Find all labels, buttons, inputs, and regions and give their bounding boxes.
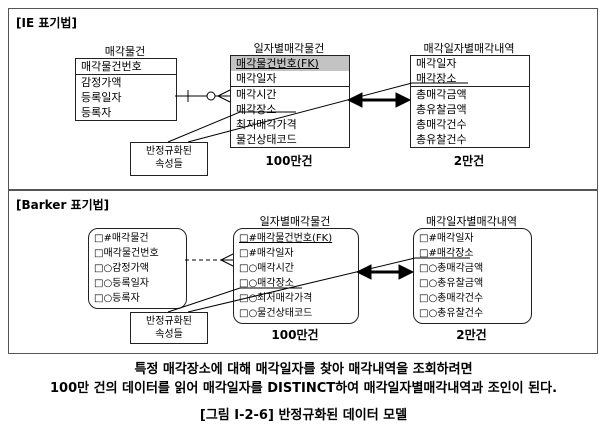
- attribute-row: □○총유찰건수: [419, 308, 484, 319]
- ie-callout-denormalized-attributes: 반정규화된 속성들: [130, 142, 208, 176]
- ie-entity-auction-summary: 매각일자 매각장소 총매각금액 총유찰금액 총매각건수 총유찰건수: [410, 55, 530, 148]
- attribute-row-denormalized: □○매각장소: [239, 278, 294, 289]
- figure-caption: [그림 Ⅰ-2-6] 반정규화된 데이터 모델: [199, 408, 408, 423]
- attribute-row: 물건상태코드: [236, 133, 297, 146]
- ie-panel-label: [IE 표기법]: [16, 16, 77, 30]
- footer-description-line2: 100만 건의 데이터를 읽어 매각일자를 DISTINCT하여 매각일자별매각…: [49, 381, 558, 396]
- barker-entity3-title: 매각일자별매각내역: [425, 215, 518, 228]
- attribute-row: □○매각시간: [239, 263, 294, 274]
- attribute-row: □○총유찰금액: [419, 278, 484, 289]
- attribute-row-fk: □#매각물건번호(FK): [239, 233, 333, 244]
- attribute-row: □○등록일자: [94, 278, 149, 289]
- attribute-row: 감정가액: [81, 76, 122, 89]
- barker-entity2-title: 일자별매각물건: [259, 215, 331, 228]
- ie-entity2-title: 일자별매각물건: [253, 42, 325, 55]
- attribute-row: 총유찰금액: [416, 103, 467, 116]
- barker-entity3-row-count: 2만건: [456, 328, 487, 342]
- attribute-row: □매각물건번호: [94, 248, 159, 259]
- ie-entity3-title: 매각일자별매각내역: [423, 42, 515, 55]
- barker-callout-denormalized-attributes: 반정규화된 속성들: [130, 312, 208, 344]
- barker-entity-auction-summary: □#매각일자 □#매각장소 □○총매각금액 □○총유찰금액 □○총매각건수 □○…: [413, 228, 532, 324]
- attribute-row: □#매각물건: [94, 233, 149, 244]
- attribute-row: 등록자: [81, 106, 112, 119]
- barker-entity-auction-item: □#매각물건 □매각물건번호 □○감정가액 □○등록일자 □○등록자: [88, 228, 187, 309]
- ie-entity3-row-count: 2만건: [453, 154, 485, 168]
- attribute-row: 최저매각가격: [236, 118, 297, 131]
- attribute-row: 총매각금액: [416, 88, 467, 101]
- ie-entity-auction-item: 매각물건번호 감정가액 등록일자 등록자: [75, 58, 177, 121]
- attribute-row: 매각시간: [236, 88, 277, 101]
- ie-entity-daily-auction-item: 매각물건번호(FK) 매각일자 매각시간 매각장소 최저매각가격 물건상태코드: [230, 55, 350, 148]
- attribute-row: 총유찰건수: [416, 133, 467, 146]
- attribute-row: 매각일자: [416, 57, 457, 70]
- attribute-row-denormalized: 매각장소: [236, 103, 277, 116]
- ie-entity1-title: 매각물건: [104, 45, 146, 58]
- attribute-row: □○등록자: [94, 293, 140, 304]
- attribute-row: □#매각일자: [419, 233, 474, 244]
- attribute-row: □○최저매각가격: [239, 293, 313, 304]
- barker-entity2-row-count: 100만건: [271, 328, 319, 342]
- attribute-row-fk: 매각물건번호(FK): [231, 56, 349, 71]
- attribute-row: 매각일자: [231, 71, 349, 87]
- attribute-row-denormalized: 매각장소: [411, 71, 529, 87]
- ie-entity2-row-count: 100만건: [265, 154, 313, 168]
- footer-description-line1: 특정 매각장소에 대해 매각일자를 찾아 매각내역을 조회하려면: [134, 362, 473, 377]
- attribute-row: □○물건상태코드: [239, 308, 313, 319]
- attribute-row-denormalized: □#매각장소: [419, 248, 474, 259]
- attribute-row: 매각물건번호: [76, 59, 176, 75]
- callout-text-line2: 속성들: [155, 329, 183, 340]
- barker-panel-label: [Barker 표기법]: [16, 198, 110, 212]
- attribute-row: □○총매각건수: [419, 293, 484, 304]
- attribute-row: □#매각일자: [239, 248, 294, 259]
- attribute-row: 등록일자: [81, 91, 122, 104]
- callout-text-line1: 반정규화된: [146, 146, 192, 157]
- callout-text-line2: 속성들: [155, 159, 183, 170]
- attribute-row: 총매각건수: [416, 118, 467, 131]
- attribute-row: □○감정가액: [94, 263, 149, 274]
- callout-text-line1: 반정규화된: [146, 316, 192, 327]
- attribute-row: □○총매각금액: [419, 263, 484, 274]
- barker-entity-daily-auction-item: □#매각물건번호(FK) □#매각일자 □○매각시간 □○매각장소 □○최저매각…: [233, 228, 359, 324]
